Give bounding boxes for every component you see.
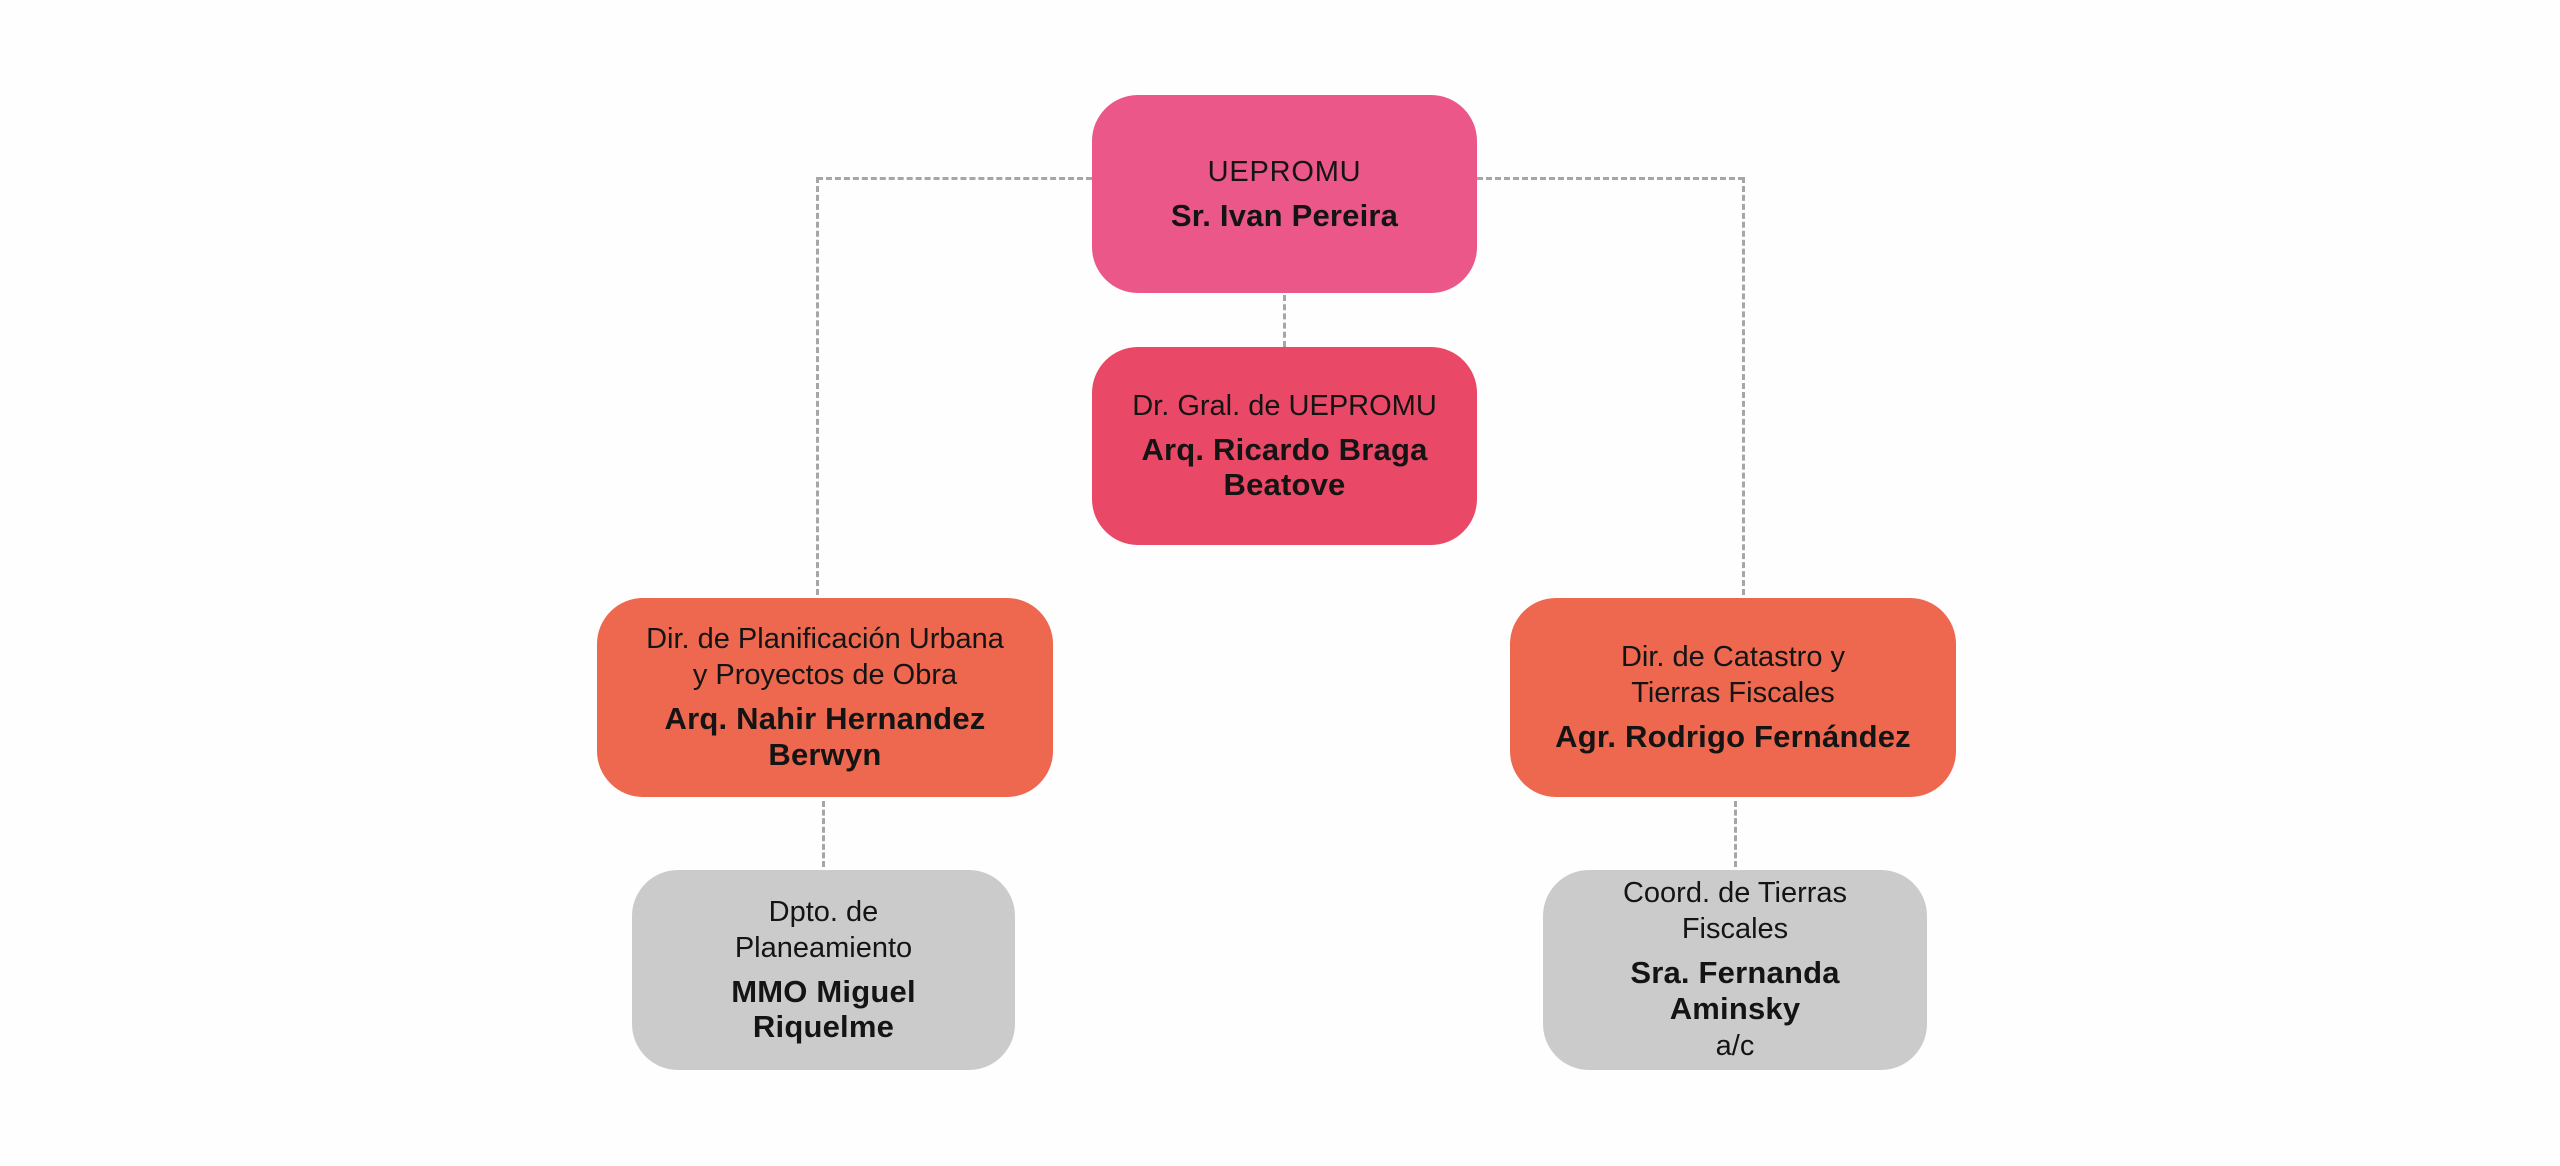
node-person-label: Arq. Ricardo Braga Beatove (1141, 431, 1428, 503)
node-person-label: Sra. Fernanda Aminsky (1630, 955, 1840, 1027)
connector-root-to-director (1283, 295, 1286, 347)
node-dept-label: Coord. de Tierras Fiscales (1622, 877, 1848, 946)
node-dept-label: Dpto. de Planeamiento (734, 895, 913, 964)
node-dept-label: Dir. de Catastro y Tierras Fiscales (1620, 641, 1846, 710)
connector-horizontal-left (817, 177, 1092, 180)
connector-vertical-left (816, 177, 819, 595)
connector-branch-to-sub-left (822, 801, 825, 867)
node-dept-label: Dir. de Planificación Urbana y Proyectos… (646, 623, 1004, 692)
node-person-label: Sr. Ivan Pereira (1170, 197, 1399, 233)
node-dept-label: Dr. Gral. de UEPROMU (1132, 389, 1437, 422)
node-suffix-label: a/c (1715, 1030, 1755, 1062)
org-node-dir-catastro-tierras: Dir. de Catastro y Tierras Fiscales Agr.… (1510, 598, 1956, 797)
node-person-label: MMO Miguel Riquelme (731, 973, 916, 1045)
org-node-director-general: Dr. Gral. de UEPROMU Arq. Ricardo Braga … (1092, 347, 1477, 545)
connector-horizontal-right (1477, 177, 1744, 180)
org-node-coord-tierras-fiscales: Coord. de Tierras Fiscales Sra. Fernanda… (1543, 870, 1927, 1070)
node-dept-label: UEPROMU (1207, 155, 1362, 188)
org-node-dir-planificacion-urbana: Dir. de Planificación Urbana y Proyectos… (597, 598, 1053, 797)
connector-branch-to-sub-right (1734, 801, 1737, 867)
org-node-uepromu-root: UEPROMU Sr. Ivan Pereira (1092, 95, 1477, 293)
node-person-label: Arq. Nahir Hernandez Berwyn (664, 701, 986, 772)
node-person-label: Agr. Rodrigo Fernández (1555, 718, 1911, 754)
org-node-dpto-planeamiento: Dpto. de Planeamiento MMO Miguel Riquelm… (632, 870, 1015, 1070)
connector-vertical-right (1742, 177, 1745, 595)
